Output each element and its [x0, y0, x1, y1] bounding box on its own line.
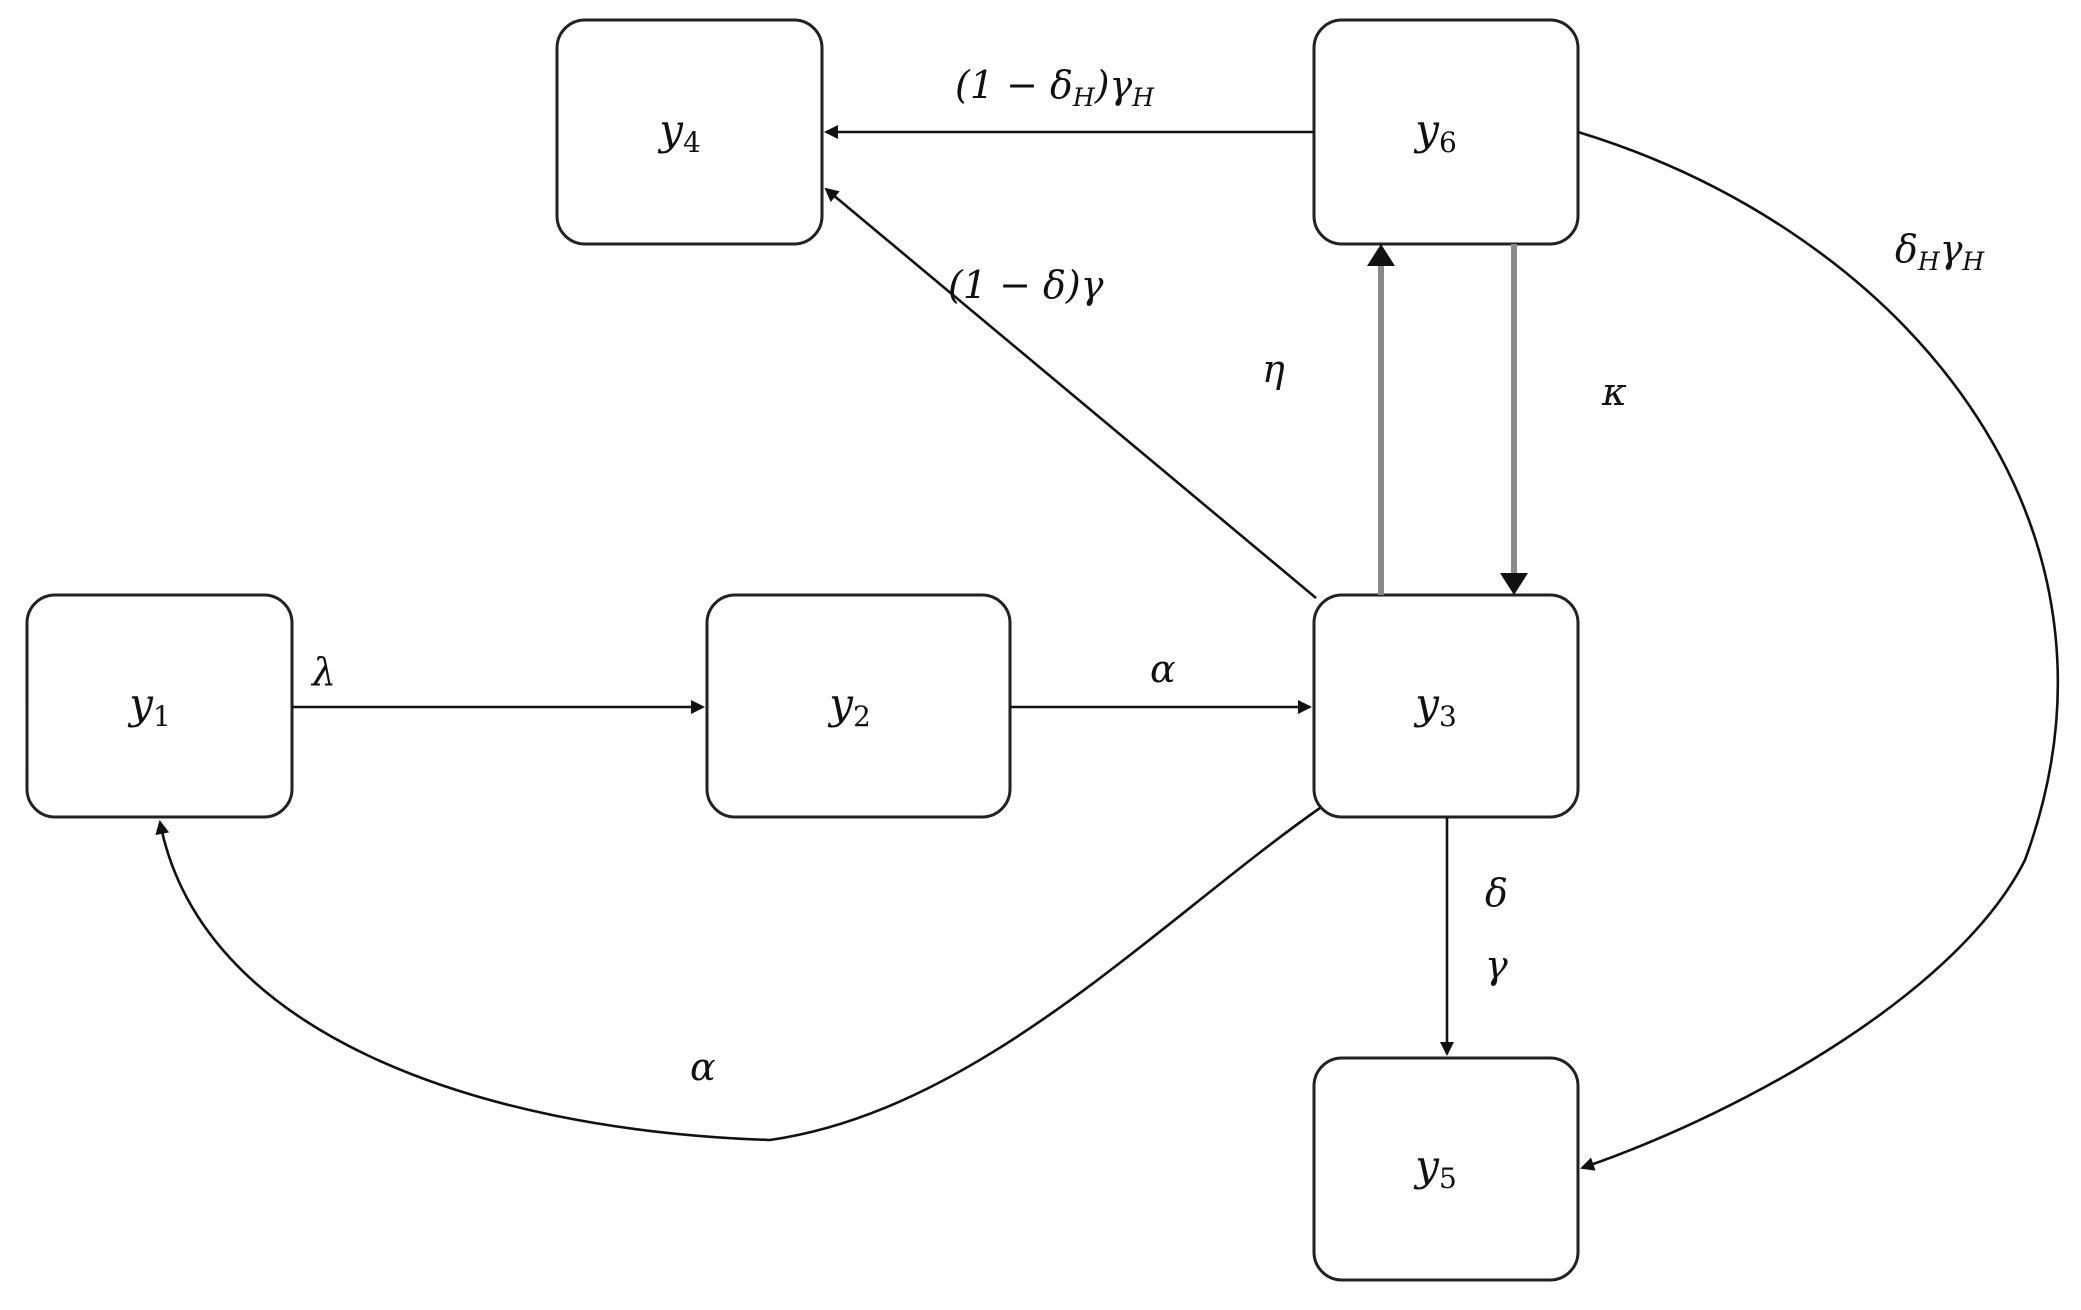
label-y1-y2: λ: [310, 650, 336, 694]
label-y6-y3: κ: [1601, 370, 1627, 414]
svg-text:y6: y6: [1413, 105, 1457, 159]
node-y6-base: y: [1413, 105, 1440, 154]
label-y3-y5-gamma: γ: [1485, 943, 1508, 987]
node-y5: y5: [1312, 1056, 1580, 1282]
node-y1-sub: 1: [153, 700, 171, 733]
node-y3-base: y: [1413, 679, 1440, 728]
svg-text:y4: y4: [657, 105, 701, 159]
edge-y3-y4: [824, 187, 1317, 599]
edge-y6-y5: [1577, 130, 2060, 1171]
node-y3-sub: 3: [1439, 700, 1457, 733]
label-y6-y4: (1 − δH)γH: [955, 63, 1155, 112]
edge-y3-y6-arrowhead: [1367, 244, 1395, 266]
node-y5-base: y: [1413, 1141, 1440, 1190]
node-y2: y2: [705, 593, 1012, 819]
svg-text:y1: y1: [127, 679, 171, 733]
label-y3-y6: η: [1262, 347, 1285, 391]
node-y1-base: y: [127, 679, 154, 728]
svg-text:y5: y5: [1413, 1141, 1457, 1195]
node-y4-sub: 4: [683, 126, 701, 159]
node-y3: y3: [1312, 593, 1580, 819]
edge-y3-y1: [155, 806, 1321, 1142]
node-y4: y4: [555, 18, 824, 246]
svg-text:y3: y3: [1413, 679, 1457, 733]
node-y6: y6: [1312, 18, 1580, 246]
label-y3-y5-delta: δ: [1485, 871, 1508, 915]
edge-y6-y3-arrowhead: [1500, 573, 1528, 595]
label-y3-y1: α: [690, 1045, 716, 1089]
label-y6-y5: δHγH: [1895, 227, 1985, 276]
node-y2-sub: 2: [853, 700, 871, 733]
node-y5-sub: 5: [1439, 1162, 1457, 1195]
label-y2-y3: α: [1150, 647, 1176, 691]
node-y6-sub: 6: [1439, 126, 1457, 159]
svg-text:y2: y2: [827, 679, 871, 733]
node-y1: y1: [25, 593, 294, 819]
node-y2-base: y: [827, 679, 854, 728]
label-y3-y4: (1 − δ)γ: [948, 263, 1104, 307]
node-y4-base: y: [657, 105, 684, 154]
